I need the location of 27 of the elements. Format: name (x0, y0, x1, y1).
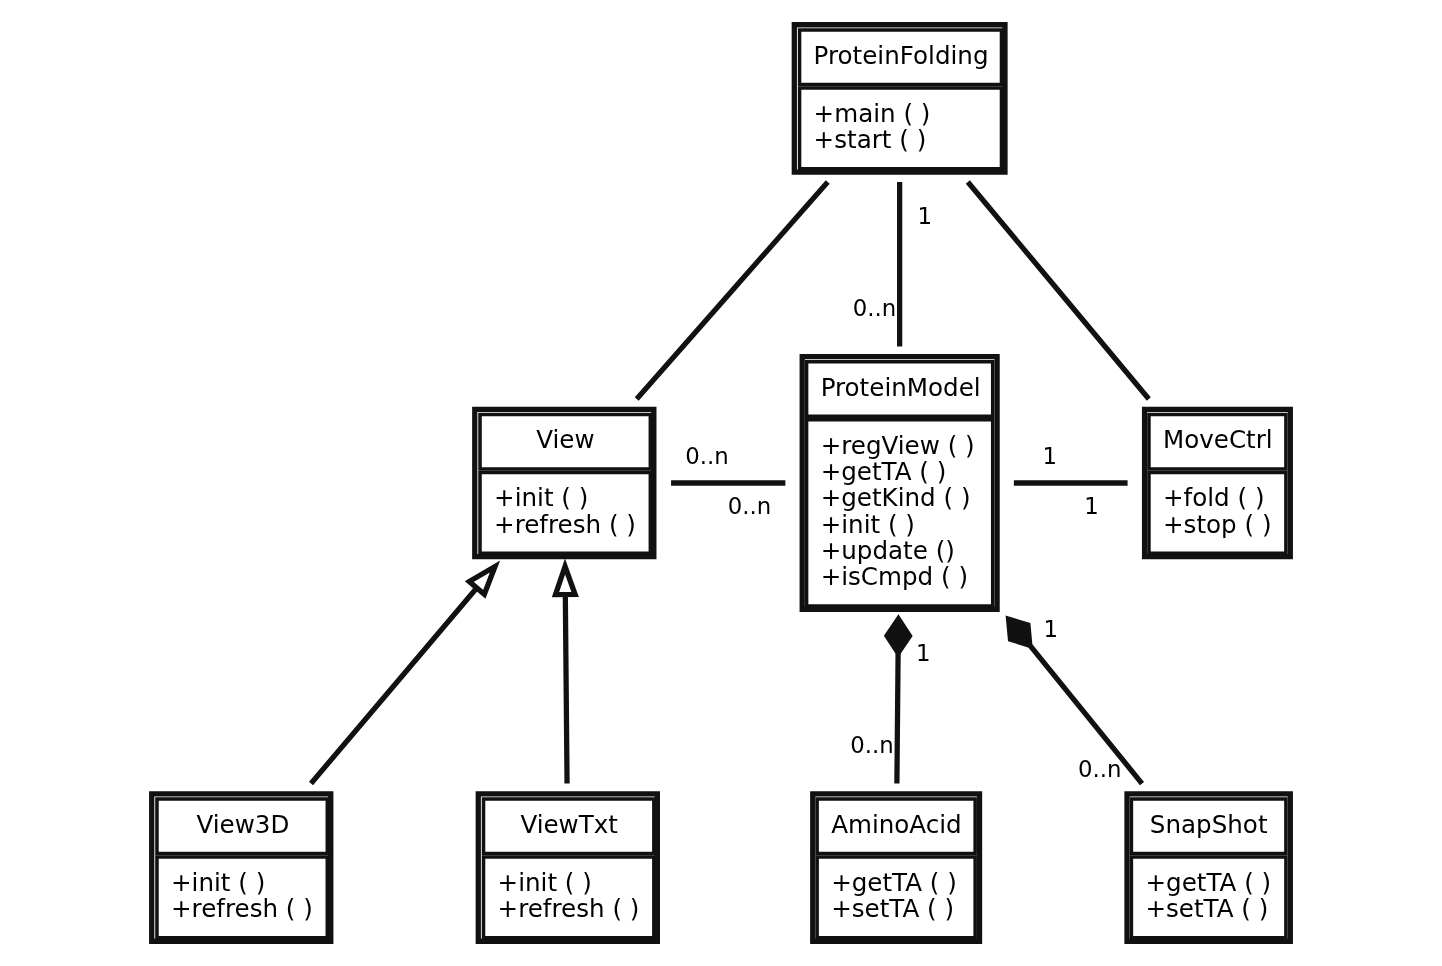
node-box: View +init ( ) +refresh ( ) (472, 406, 657, 560)
node-box: SnapShot +getTA ( ) +setTA ( ) (1124, 791, 1293, 944)
connector (1005, 615, 1145, 786)
node-box: ProteinModel +regView ( ) +getTA ( ) +getKind ( ) +init ( ) +update () +isCmpd ( ) (799, 353, 1000, 613)
label: 0..n (685, 442, 729, 469)
label: 0..n (1078, 756, 1122, 783)
connector (965, 180, 1151, 401)
arrow (551, 558, 579, 784)
connector (1013, 480, 1128, 486)
label: 1 (915, 640, 931, 667)
node-box: MoveCtrl +fold ( ) +stop ( ) (1141, 406, 1293, 560)
label: 0..n (850, 732, 894, 759)
node-box: View3D +init ( ) +refresh ( ) (149, 791, 334, 944)
label: 0..n (727, 493, 772, 520)
node-box: AminoAcid +getTA ( ) +setTA ( ) (810, 791, 983, 944)
connector (883, 614, 913, 784)
label: 1 (1042, 442, 1058, 469)
connector (671, 480, 786, 486)
arrow (308, 560, 501, 786)
connector (897, 182, 903, 347)
node-box: ProteinFolding +main ( ) +start ( ) (791, 22, 1008, 175)
label: 1 (1043, 616, 1059, 643)
connector (634, 180, 830, 401)
label: 1 (917, 202, 933, 229)
label: 1 (1084, 493, 1099, 520)
label: 0..n (852, 295, 897, 322)
node-box: ViewTxt +init ( ) +refresh ( ) (475, 791, 660, 944)
